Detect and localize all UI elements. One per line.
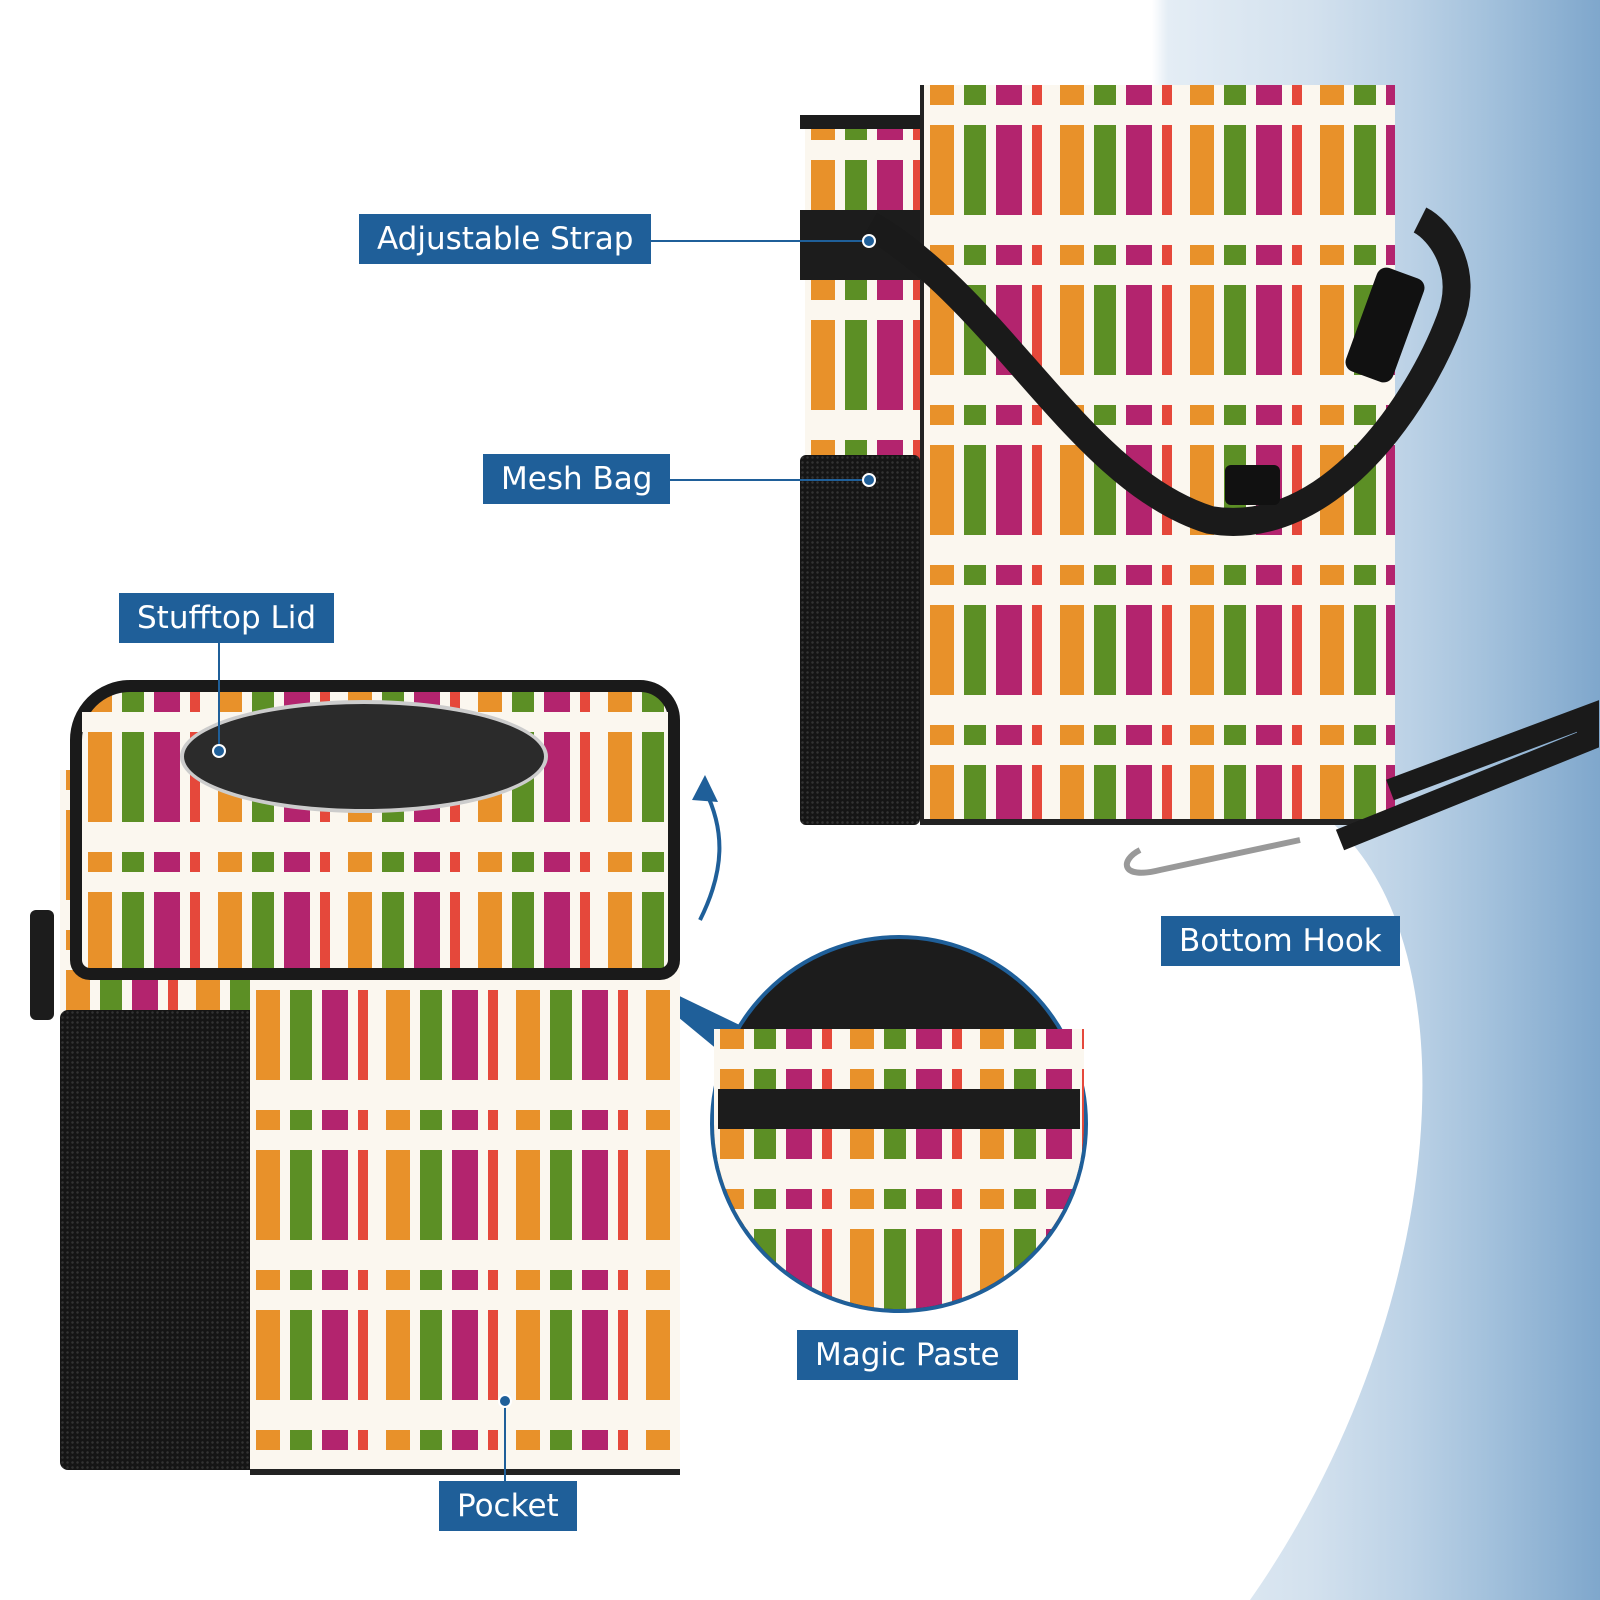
label-mesh-bag: Mesh Bag xyxy=(483,454,671,504)
label-bottom-hook: Bottom Hook xyxy=(1161,916,1400,966)
callout-dot xyxy=(862,234,876,248)
magic-paste-closeup xyxy=(710,935,1088,1313)
callout-dot xyxy=(212,744,226,758)
bag-front-panel xyxy=(250,950,680,1475)
callout-dot xyxy=(862,473,876,487)
mesh-pocket xyxy=(800,455,920,825)
side-strap xyxy=(30,910,54,1020)
callout-line xyxy=(651,240,868,242)
bag-front-view xyxy=(30,680,680,1500)
callout-dot xyxy=(498,1394,512,1408)
callout-line xyxy=(651,479,868,481)
bag-front-panel xyxy=(920,85,1395,825)
callout-line xyxy=(504,1402,506,1481)
velcro-strip xyxy=(718,1089,1080,1129)
label-magic-paste: Magic Paste xyxy=(797,1330,1018,1380)
strap-slider xyxy=(1225,465,1280,505)
callout-line xyxy=(218,643,220,748)
lid-opening xyxy=(180,700,548,813)
label-stufftop-lid: Stufftop Lid xyxy=(119,593,335,643)
strap-buckle xyxy=(1345,267,1425,383)
bag-back-view xyxy=(800,85,1400,830)
lid-arrow-icon xyxy=(698,789,722,921)
label-pocket: Pocket xyxy=(439,1481,577,1531)
strap xyxy=(862,207,1471,536)
label-adjustable-strap: Adjustable Strap xyxy=(359,214,652,264)
hook-strap xyxy=(1335,700,1599,851)
bottom-hook-icon xyxy=(1123,837,1301,876)
bag-rim xyxy=(800,115,920,129)
